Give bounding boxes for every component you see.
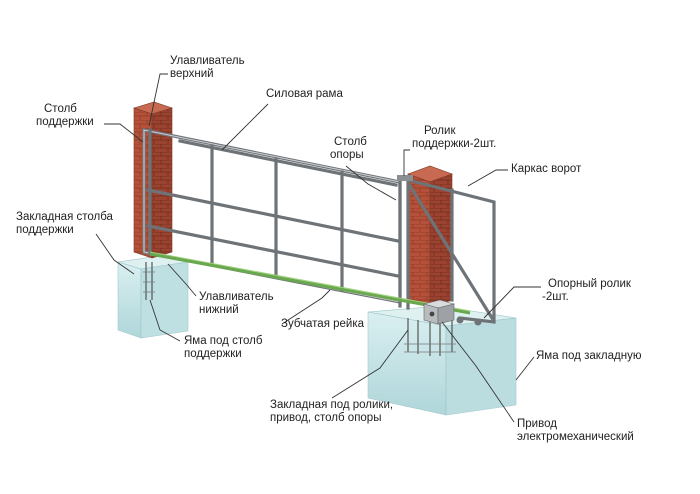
label-catcher-bottom-2: нижний	[199, 304, 239, 316]
pit-right	[367, 305, 517, 416]
label-pit-support-post-2: поддержки	[184, 348, 242, 360]
label-embed-support-post-1: Закладная столба	[16, 211, 114, 223]
label-catcher-top-2: верхний	[170, 68, 214, 80]
label-support-post-1: Столб	[44, 103, 77, 115]
support-post-right	[407, 165, 453, 309]
toothed-rack-highlight	[149, 251, 471, 312]
label-rollers-2: поддержки-2шт.	[412, 138, 496, 150]
label-drive-1: Привод	[517, 418, 557, 430]
label-embed-support-post-2: поддержки	[16, 224, 74, 236]
support-post-left	[133, 101, 173, 259]
drive-unit	[422, 299, 456, 325]
toothed-rack	[149, 252, 471, 315]
label-gate-frame: Каркас ворот	[511, 163, 582, 175]
label-rollers-1: Ролик	[424, 125, 456, 137]
label-catcher-top-1: Улавливатель	[170, 55, 245, 67]
label-embed-rollers-2: привод, столб опоры	[270, 412, 381, 424]
bearing-rollers	[456, 316, 482, 326]
rollers	[397, 175, 413, 181]
label-post-of-support-1: Столб	[334, 136, 367, 148]
label-post-of-support-2: опоры	[330, 149, 364, 161]
label-pit-embed: Яма под закладную	[536, 350, 642, 362]
pit-left	[117, 254, 189, 339]
label-catcher-bottom-1: Улавливатель	[199, 291, 274, 303]
label-drive-2: электромеханический	[517, 431, 634, 443]
label-pit-support-post-1: Яма под столб	[184, 335, 263, 347]
label-support-post-2: поддержки	[36, 116, 94, 128]
label-bearing-roller-2: -2шт.	[542, 291, 569, 303]
leader-lines	[95, 73, 541, 423]
labels: Улавливатель верхний Столб поддержки Сил…	[16, 55, 642, 443]
label-bearing-roller-1: Опорный ролик	[548, 278, 632, 290]
label-power-frame: Силовая рама	[266, 88, 343, 100]
label-toothed-rack: Зубчатая рейка	[281, 318, 365, 330]
label-embed-rollers-1: Закладная под ролики,	[270, 399, 393, 411]
